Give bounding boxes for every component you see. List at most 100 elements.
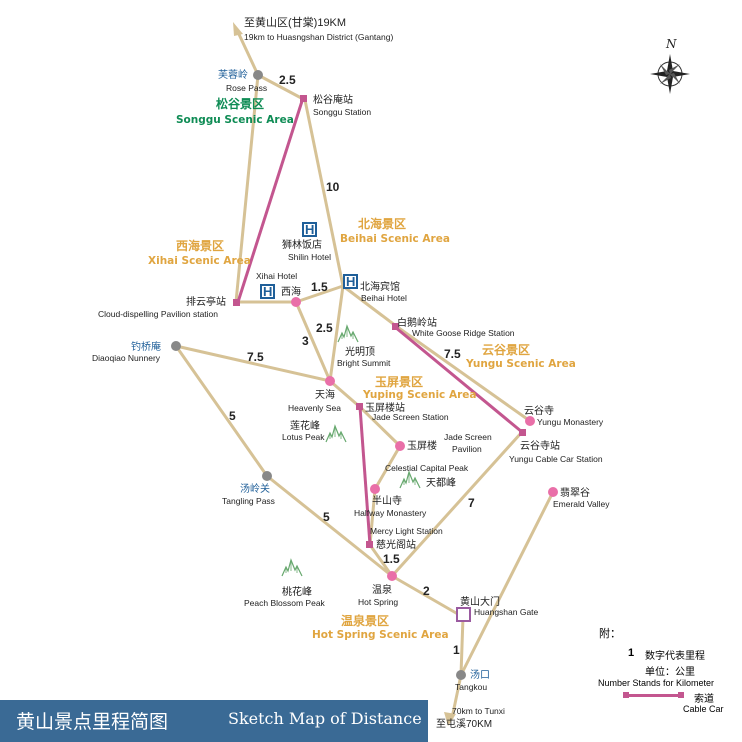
map-title-zh: 黄山景点里程简图 [16, 711, 169, 733]
map-title-bar: 黄山景点里程简图 Sketch Map of Distance [0, 700, 428, 742]
yuping-station-zh: 玉屏楼站 [365, 401, 405, 414]
distance-label: 7.5 [247, 350, 264, 364]
tangling-en: Tangling Pass [222, 496, 275, 506]
road-yuping-jadepav [358, 405, 402, 448]
tianhai-zh: 天海 [315, 388, 335, 401]
legend-unit: 单位：公里 [645, 667, 695, 678]
jade-pavilion-zh: 玉屏楼 [407, 439, 437, 452]
jade-pavilion-en2: Pavilion [452, 444, 482, 454]
road-xihai-beihai [294, 284, 345, 304]
node-emerald [548, 487, 558, 497]
yungu-area-en: Yungu Scenic Area [465, 358, 576, 370]
road-rose-songgu [256, 73, 307, 102]
shilin-hotel-zh: 狮林饭店 [282, 238, 322, 251]
nodes [171, 70, 558, 680]
cable-yuping [358, 406, 372, 546]
node-tangkou [456, 670, 466, 680]
cable-car-lines [236, 97, 523, 546]
jade-pavilion-en1: Jade Screen [444, 432, 492, 442]
node-halfway [370, 484, 380, 494]
mountain-icon [325, 425, 347, 443]
north-label: N [665, 37, 677, 51]
svg-text:H: H [346, 274, 355, 289]
node-jade-pavilion [395, 441, 405, 451]
svg-text:H: H [305, 222, 314, 237]
distance-label: 3 [302, 334, 309, 348]
halfway-zh: 半山寺 [372, 494, 402, 507]
tangkou-en: Tangkou [455, 682, 487, 692]
to-tunxi-en: 70km to Tunxi [452, 706, 505, 716]
celestial-peak-en: Celestial Capital Peak [385, 463, 469, 473]
xihai-area-en: Xihai Scenic Area [148, 255, 251, 267]
hotspring-zh: 温泉 [372, 583, 392, 596]
shilin-hotel-en: Shilin Hotel [288, 252, 331, 262]
node-hotspring [387, 571, 397, 581]
cable-station-baie [392, 323, 399, 330]
cable-station-paiyun [233, 299, 240, 306]
to-gantang-zh: 至黄山区(甘棠)19KM [244, 15, 346, 29]
yungu-monastery-en: Yungu Monastery [537, 417, 604, 427]
cable-station-songgu [300, 95, 307, 102]
mercy-light-zh: 慈光阁站 [376, 538, 416, 551]
yuping-area-en: Yuping Scenic Area [362, 389, 476, 401]
hotel-icon-shilin: H [302, 222, 317, 237]
distance-label: 1.5 [311, 280, 328, 294]
road-jadepav-halfway [373, 444, 402, 491]
celestial-peak-zh: 天都峰 [426, 477, 456, 489]
distance-label: 2.5 [316, 321, 333, 335]
arrow-to-tunxi [444, 712, 456, 726]
emerald-valley-zh: 翡翠谷 [560, 486, 590, 499]
road-halfway-mercy [368, 487, 377, 547]
mercy-light-en: Mercy Light Station [370, 526, 443, 536]
hotspring-area-zh: 温泉景区 [341, 613, 389, 628]
distance-label: 2.5 [279, 73, 296, 87]
road-network [174, 28, 555, 720]
rose-pass-zh: 芙蓉岭 [218, 68, 248, 81]
songgu-station-zh: 松谷庵站 [313, 93, 353, 106]
to-tunxi-zh: 至屯溪70KM [436, 717, 492, 730]
road-diaoqiao-tianhai [174, 344, 332, 383]
mountain-icon [281, 559, 303, 577]
place-labels: 至黄山区(甘棠)19KM 19km to Huasngshan District… [92, 15, 610, 730]
paiyun-zh: 排云亭站 [186, 295, 226, 308]
peach-peak-en: Peach Blossom Peak [244, 598, 326, 608]
emerald-valley-en: Emerald Valley [553, 499, 610, 509]
hotspring-area-en: Hot Spring Scenic Area [312, 629, 449, 641]
cable-station-yuping [356, 403, 363, 410]
beihai-area-en: Beihai Scenic Area [340, 233, 450, 245]
legend-title: 附： [599, 628, 621, 640]
map-title-en: Sketch Map of Distance [228, 709, 422, 728]
mountain-icon [337, 325, 359, 343]
cable-yungu [394, 325, 523, 434]
road-gantang-rose [235, 28, 260, 77]
tangling-zh: 汤岭关 [240, 482, 270, 495]
cable-stations [233, 95, 526, 548]
mountain-icon [399, 471, 421, 489]
peach-peak-zh: 桃花峰 [282, 585, 312, 598]
beihai-hotel-en: Beihai Hotel [361, 293, 407, 303]
to-gantang-en: 19km to Huasngshan District (Gantang) [244, 32, 393, 42]
legend-cable-en: Cable Car [683, 704, 724, 714]
distance-labels: 2.5 10 1.5 2.5 3 7.5 7.5 5 5 7 1.5 2 1 [229, 73, 475, 657]
paiyun-en: Cloud-dispelling Pavilion station [98, 309, 218, 319]
baie-en: White Goose Ridge Station [412, 328, 515, 338]
distance-label: 1 [453, 643, 460, 657]
rose-pass-en: Rose Pass [226, 83, 267, 93]
hotspring-en: Hot Spring [358, 597, 398, 607]
bright-summit-zh: 光明顶 [345, 345, 375, 358]
beihai-area-zh: 北海景区 [358, 216, 406, 231]
road-rose-paiyun [234, 73, 260, 304]
node-tangling [262, 471, 272, 481]
xihai-zh: 西海 [281, 285, 301, 298]
bright-summit-en: Bright Summit [337, 358, 391, 368]
lotus-peak-en: Lotus Peak [282, 432, 325, 442]
legend-number-sample: 1 [628, 647, 635, 659]
xihai-area-zh: 西海景区 [176, 238, 224, 253]
distance-label: 5 [323, 510, 330, 524]
legend-cable-zh: 索道 [694, 694, 714, 705]
cable-songgu [236, 97, 305, 303]
road-baie-yungu [394, 324, 532, 423]
node-tianhai [325, 376, 335, 386]
diaoqiao-en: Diaoqiao Nunnery [92, 353, 161, 363]
